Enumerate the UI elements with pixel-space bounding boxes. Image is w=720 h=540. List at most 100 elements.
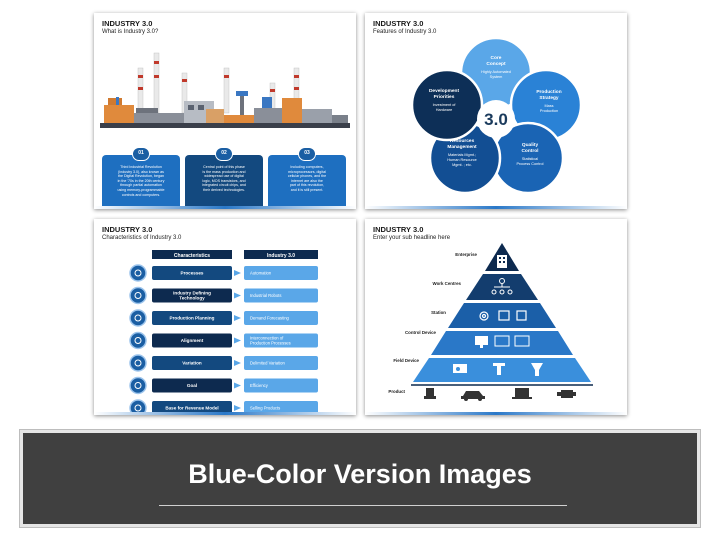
row-icon-glyph xyxy=(134,337,142,344)
monitor-icon xyxy=(475,335,530,348)
level-label: Product xyxy=(388,389,405,394)
slide-footer-bar xyxy=(94,206,356,209)
characteristic-label: Goal xyxy=(187,383,197,388)
automation-pyramid: Enterprise Work Centres Station Control … xyxy=(388,243,593,401)
slide-characteristics[interactable]: INDUSTRY 3.0 Characteristics of Industry… xyxy=(94,219,356,415)
characteristic-box xyxy=(152,311,232,325)
industry-value-label: Delimited Variation xyxy=(250,361,286,366)
card-text: Third Industrial Revolution xyxy=(120,165,162,169)
card-text: and it is still present. xyxy=(290,187,324,192)
banner-underline xyxy=(159,505,567,506)
industry-value-box xyxy=(244,401,318,415)
row-icon xyxy=(129,399,147,415)
characteristic-box xyxy=(152,378,232,393)
card-number: 03 xyxy=(298,147,316,161)
industry-value-box xyxy=(244,288,318,303)
characteristic-box xyxy=(152,333,232,348)
field-device-icon xyxy=(453,363,543,376)
slide-what-is-industry[interactable]: INDUSTRY 3.0 What is Industry 3.0? xyxy=(94,13,356,209)
row-icon-glyph xyxy=(134,404,142,412)
column-header-industry: Industry 3.0 xyxy=(267,253,295,259)
card-number: 02 xyxy=(215,147,233,161)
characteristics-table: Characteristics Industry 3.0 Processes Au… xyxy=(129,250,318,415)
product-icons xyxy=(424,388,576,401)
card-text: microprocessors, digital xyxy=(288,169,326,174)
slide-subtitle: Features of Industry 3.0 xyxy=(373,29,437,35)
arrow-right-icon xyxy=(234,382,241,389)
card-3: Including computers, microprocessors, di… xyxy=(268,155,346,209)
column-header-characteristics: Characteristics xyxy=(174,253,210,259)
industry-value-box xyxy=(244,266,318,280)
card-text: integrated circuit chips, and xyxy=(202,183,246,188)
arrow-right-icon xyxy=(234,292,241,299)
characteristic-label: Processes xyxy=(181,271,204,276)
arrow-right-icon xyxy=(234,270,241,276)
characteristic-box xyxy=(152,356,232,370)
row-icon-glyph xyxy=(134,359,142,367)
characteristic-row: Processes Automation xyxy=(129,264,318,282)
card-text: through partial automation xyxy=(120,183,162,188)
card-text: (Industry 3.0), also known as xyxy=(118,169,164,174)
characteristic-box xyxy=(152,288,232,303)
industry-value-label: Automation xyxy=(250,271,272,276)
row-icon xyxy=(129,286,147,305)
card-text: Central point of this phase xyxy=(203,165,245,169)
card-text: logic, MOS transistors, and xyxy=(202,178,246,183)
arrow-right-icon xyxy=(234,337,241,344)
card-text: widespread use of digital xyxy=(204,174,244,179)
card-text: cellular phones, and the xyxy=(287,174,327,179)
center-label: 3.0 xyxy=(484,110,508,129)
industry-value-box xyxy=(244,356,318,370)
gear-icon xyxy=(479,310,527,321)
slide-subtitle: Enter your sub headline here xyxy=(373,235,451,241)
pyramid-level-control-device xyxy=(431,331,573,355)
card-text: Including computers, xyxy=(290,165,324,169)
characteristic-box xyxy=(152,401,232,415)
pyramid-level-station xyxy=(448,303,556,328)
row-icon-glyph xyxy=(134,314,142,322)
building-icon xyxy=(497,255,507,268)
network-icon xyxy=(491,278,513,295)
level-label: Control Device xyxy=(405,330,437,335)
slide-title: INDUSTRY 3.0 xyxy=(373,225,424,234)
card-text: the Digital Revolution, began xyxy=(118,174,164,179)
card-text: their derived technologies. xyxy=(203,187,245,192)
slide-features[interactable]: INDUSTRY 3.0 Features of Industry 3.0 Co… xyxy=(365,13,627,209)
characteristic-label: Base for Revenue Model xyxy=(165,406,218,411)
slide-pyramid[interactable]: INDUSTRY 3.0 Enter your sub headline her… xyxy=(365,219,627,415)
card-text: using memory-programmable xyxy=(117,187,165,192)
industry-value-box xyxy=(244,311,318,325)
level-label: Enterprise xyxy=(455,252,477,257)
arrow-right-icon xyxy=(234,360,241,366)
row-icon xyxy=(129,354,147,372)
industry-value-box xyxy=(244,333,318,348)
row-icon-glyph xyxy=(134,269,142,277)
slide-footer-bar xyxy=(365,206,627,209)
industry-value-label: Demand Forecasting xyxy=(250,316,290,321)
pyramid-level-field-device xyxy=(413,358,591,382)
row-icon-glyph xyxy=(134,382,142,389)
banner-title: Blue-Color Version Images xyxy=(188,459,532,489)
level-label: Station xyxy=(431,310,446,315)
card-2: Central point of this phase is the mass … xyxy=(185,155,263,209)
version-banner: Blue-Color Version Images xyxy=(20,430,700,527)
card-text: in the '70s in the 20th century xyxy=(117,178,165,183)
slide-subtitle: What is Industry 3.0? xyxy=(102,29,159,35)
slide-subtitle: Characteristics of Industry 3.0 xyxy=(102,235,182,241)
